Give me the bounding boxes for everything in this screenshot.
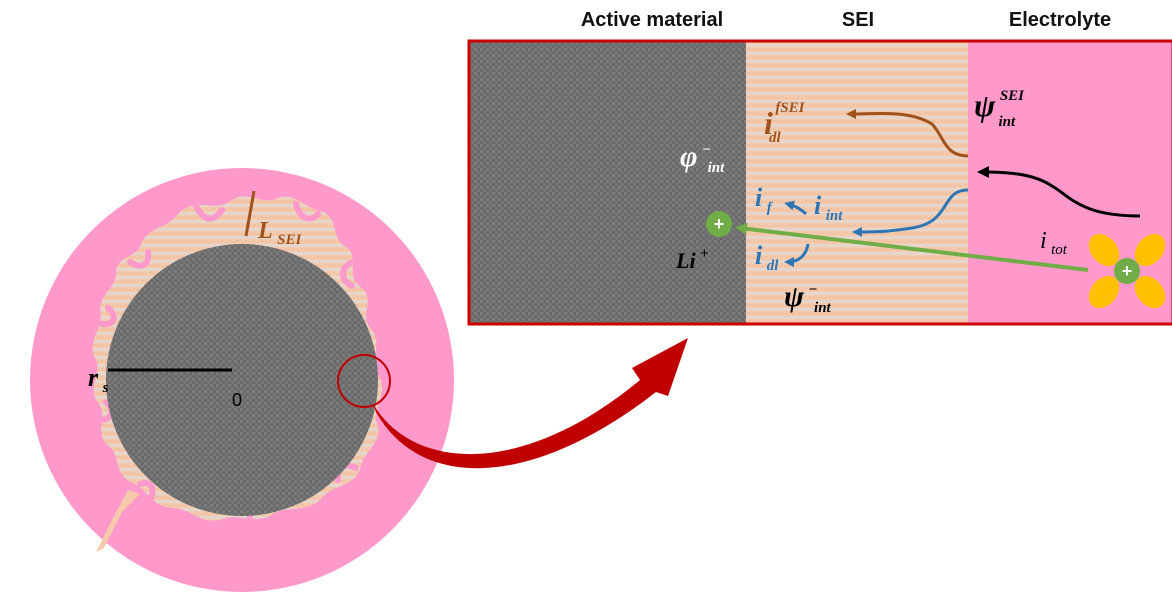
label-li-plus: Li +	[675, 246, 709, 273]
sei-region	[746, 41, 968, 324]
label-i-int: i int	[814, 191, 843, 224]
active-material-region	[469, 41, 746, 324]
panel-frame	[467, 39, 1172, 326]
l-sei-marker	[244, 190, 256, 237]
plus-sign: +	[1122, 261, 1133, 281]
total-current-arrow	[977, 166, 1141, 218]
particle-figure	[30, 168, 688, 592]
zoom-panel	[467, 39, 1172, 326]
label-r-s: r s	[88, 363, 109, 396]
sei-spike	[96, 490, 140, 552]
label-psi-int-minus: ψ − int	[784, 280, 832, 316]
ion-migration-arrow	[735, 222, 1089, 272]
label-i-dl: i dl	[755, 241, 779, 274]
lithium-ion-active: +	[706, 211, 732, 237]
plus-sign: +	[714, 214, 725, 234]
label-i-f: i f	[755, 183, 774, 216]
label-l-sei: L SEI	[257, 218, 302, 248]
label-phi-int-minus: φ − int	[680, 140, 725, 176]
label-i-tot: i tot	[1040, 228, 1068, 258]
zoom-circle	[337, 354, 391, 408]
header-electrolyte: Electrolyte	[1009, 9, 1111, 31]
solvated-ion: +	[1088, 233, 1166, 309]
header-sei: SEI	[842, 9, 874, 31]
header-active-material: Active material	[581, 9, 723, 31]
active-particle-core	[106, 244, 378, 516]
f-current-arrow	[784, 200, 808, 216]
label-i-dl-fsei: i fSEI dl	[764, 99, 809, 146]
zoom-arrow	[372, 338, 688, 469]
label-psi-int-sei: ψ SEI int	[974, 87, 1028, 130]
dl-current-arrow	[784, 243, 810, 267]
fsei-current-arrow	[846, 108, 969, 158]
int-current-arrow	[852, 188, 969, 237]
label-origin: 0	[232, 390, 242, 410]
